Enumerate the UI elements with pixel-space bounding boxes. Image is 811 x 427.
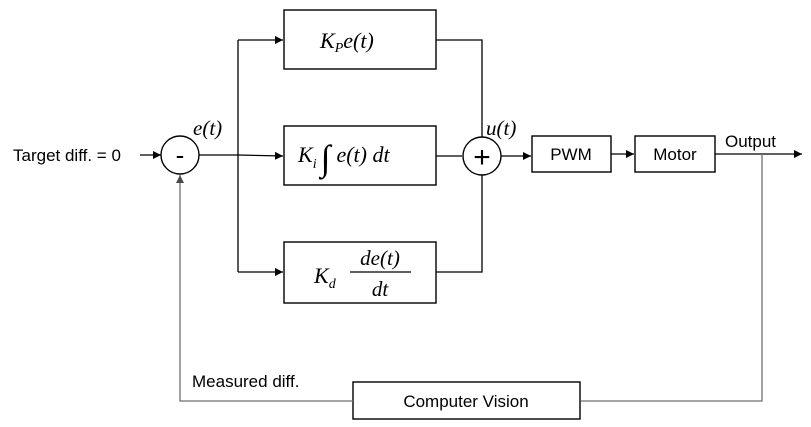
computer-vision-block: Computer Vision [352, 381, 581, 420]
d-to-sum-wire [436, 175, 483, 273]
plus-symbol: + [473, 141, 491, 174]
error-signal-label: e(t) [193, 116, 222, 140]
derivative-gain: Kd [313, 263, 337, 292]
proportional-block: KPe(t) [283, 9, 437, 70]
p-to-sum-wire [436, 39, 483, 137]
arrow-to-i [237, 151, 284, 160]
feedback-wire [176, 175, 353, 402]
derivative-numerator: de(t) [360, 246, 400, 270]
control-signal-label: u(t) [486, 116, 516, 140]
pwm-block: PWM [531, 135, 612, 173]
derivative-block: Kd de(t) dt [283, 241, 437, 304]
add-junction: + [462, 136, 502, 176]
integral-block: Ki∫e(t) dt [283, 125, 437, 186]
input-label: Target diff. = 0 [13, 146, 121, 165]
output-label: Output [725, 132, 776, 151]
subtract-junction: - [160, 135, 200, 175]
motor-label: Motor [653, 145, 697, 164]
motor-block: Motor [634, 135, 716, 173]
pwm-label: PWM [550, 145, 592, 164]
measured-diff-label: Measured diff. [192, 372, 299, 391]
derivative-denominator: dt [372, 277, 390, 301]
output-to-sensor-wire [581, 154, 763, 402]
integral-expression: Ki∫e(t) dt [297, 138, 390, 180]
computer-vision-label: Computer Vision [403, 392, 528, 411]
proportional-expression: KPe(t) [319, 28, 374, 56]
minus-symbol: - [176, 140, 185, 170]
